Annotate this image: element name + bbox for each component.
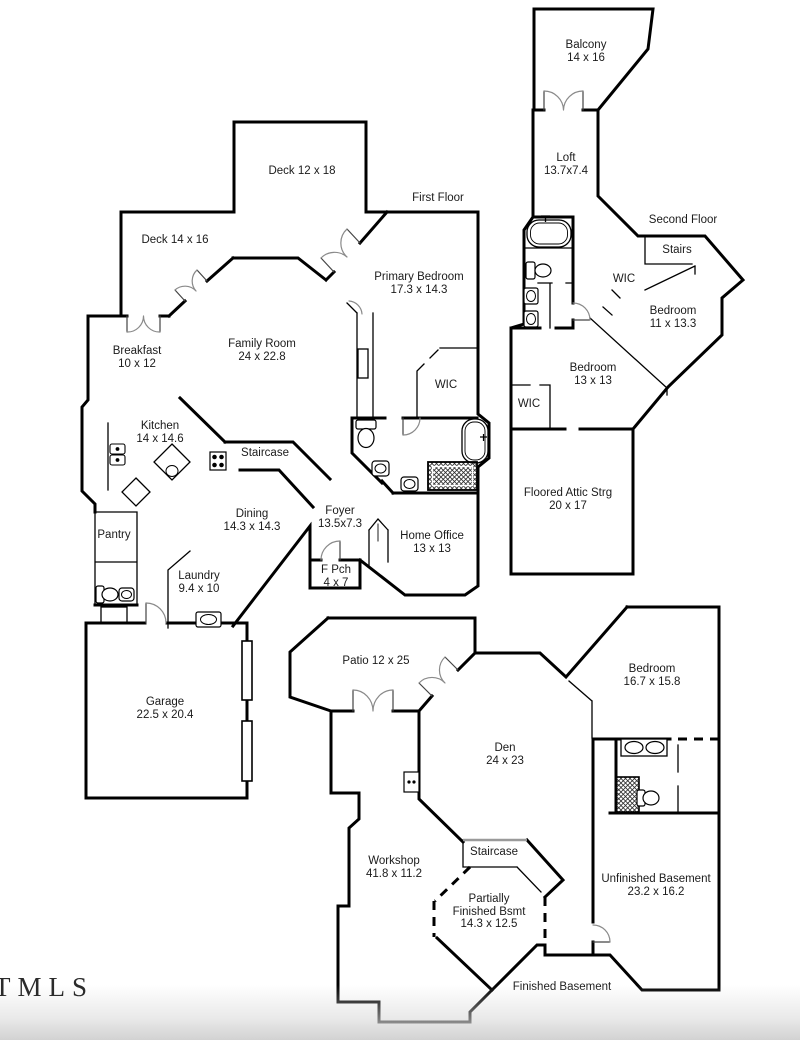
room-label-wic-upper: WIC [612, 273, 636, 285]
first-floor-walls [80, 120, 491, 800]
room-label-patio: Patio 12 x 25 [342, 655, 410, 667]
basement-dashed-walls [432, 737, 719, 938]
double-sink-vanity-icon [620, 738, 668, 757]
laundry-sink-icon [195, 611, 222, 628]
bathtub-icon [461, 418, 489, 464]
sink-icon [523, 310, 539, 328]
second-floor-walls [509, 7, 746, 576]
room-label-pantry: Pantry [97, 529, 131, 541]
toilet-icon [636, 789, 660, 807]
kitchen-sink-icon [109, 443, 126, 466]
stove-icon [209, 451, 227, 471]
room-label-deck-lower: Deck 14 x 16 [141, 234, 209, 246]
toilet-icon [355, 419, 377, 449]
basement-partitions [462, 680, 679, 893]
electrical-panel-icon [403, 771, 420, 793]
room-label-staircase-first: Staircase [241, 447, 289, 459]
shower-icon [427, 461, 478, 491]
bathtub-icon [526, 215, 572, 248]
sink-icon [371, 460, 390, 477]
floor-label-second: Second Floor [648, 214, 718, 226]
sink-icon [400, 476, 419, 492]
room-label-stairs: Stairs [662, 244, 692, 256]
second-floor-partitions [510, 236, 696, 428]
sink-icon [118, 587, 135, 602]
room-label-wic-lower: WIC [517, 398, 541, 410]
garage-door-icon [241, 720, 253, 782]
first-floor-doors [126, 228, 421, 624]
floor-label-first: First Floor [412, 192, 464, 204]
room-label-wic-primary: WIC [434, 379, 458, 391]
toilet-icon [525, 261, 552, 280]
shower-icon [615, 776, 640, 813]
first-floor-partitions [94, 302, 478, 629]
second-floor-fixtures [523, 215, 572, 328]
room-label-deck-upper: Deck 12 x 18 [268, 165, 336, 177]
basement-walls [288, 604, 721, 1024]
sink-icon [523, 287, 539, 305]
floor-label-basement: Finished Basement [512, 981, 612, 993]
island-sink-icon [165, 465, 179, 477]
second-floor-doors [543, 90, 591, 321]
room-label-staircase-basement: Staircase [470, 846, 518, 858]
first-floor-fixtures [95, 418, 489, 782]
basement-fixtures [403, 738, 668, 813]
basement-doors [352, 656, 611, 943]
toilet-icon [95, 585, 119, 604]
garage-door-icon [241, 640, 253, 701]
tmls-watermark: TMLS [0, 972, 95, 1002]
